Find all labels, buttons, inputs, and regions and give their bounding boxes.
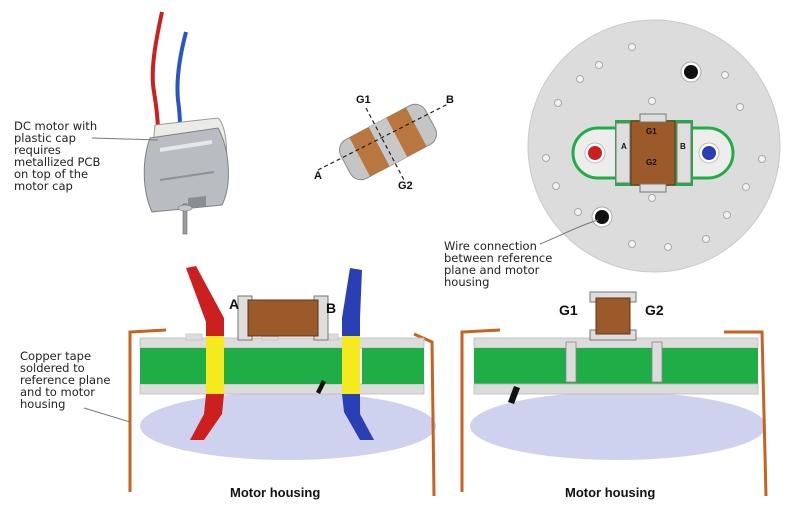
right-ground-wire	[508, 386, 520, 404]
copper-tape-note: Copper tape soldered to reference plane …	[20, 349, 111, 411]
motor-red-lead	[150, 11, 164, 133]
right-via-g1	[565, 341, 577, 383]
pcb-small-vias	[542, 43, 766, 251]
wire-connection-note: Wire connection between reference plane …	[444, 239, 553, 289]
pcb-label-b: B	[680, 142, 686, 151]
smd-feedthrough-capacitor	[317, 103, 449, 181]
section-label-g1: G1	[559, 302, 578, 318]
left-pcb-top-layer	[139, 337, 425, 349]
pcb-label-g1: G1	[646, 127, 657, 136]
left-via-a	[206, 334, 224, 394]
caption-right-motor-housing: Motor housing	[565, 485, 656, 500]
axis-a-b	[317, 103, 449, 171]
left-motor-housing	[140, 392, 436, 460]
section-label-g2: G2	[645, 302, 664, 318]
pcb-blue-pad	[702, 146, 716, 160]
left-blue-wire-upper	[342, 268, 362, 336]
section-label-b: B	[326, 300, 337, 316]
right-capacitor-end	[595, 297, 631, 335]
left-copper-tape-left	[128, 328, 167, 492]
cap3d-label-b: B	[446, 94, 454, 106]
left-pcb-core-a	[140, 348, 206, 384]
wire-note-leader	[539, 219, 599, 245]
pcb-red-pad	[588, 146, 602, 160]
left-capacitor-side	[247, 299, 319, 337]
left-ground-wire	[316, 380, 326, 394]
dc-motor-illustration	[143, 11, 229, 235]
cap3d-label-g1: G1	[356, 94, 371, 106]
left-via-b	[342, 334, 360, 394]
cap3d-label-a: A	[314, 170, 322, 182]
right-copper-tape-right	[724, 330, 768, 497]
pcb-mount-hole-bottom	[595, 210, 609, 224]
left-cross-section	[128, 266, 436, 497]
pcb-mount-hole-top	[684, 65, 698, 79]
right-pcb-core	[474, 348, 758, 384]
cap3d-label-g2: G2	[398, 180, 413, 192]
motor-vent	[188, 196, 206, 208]
motor-can	[143, 127, 229, 213]
left-blue-wire-lower	[342, 394, 374, 440]
right-pcb-bottom-layer	[473, 383, 759, 395]
left-red-wire-lower	[190, 394, 224, 440]
motor-blue-lead	[175, 31, 188, 133]
motor-note-leader	[91, 137, 159, 141]
capacitor-body-top	[630, 120, 676, 186]
left-red-wire-upper	[186, 266, 224, 336]
right-copper-tape-left	[460, 328, 501, 492]
section-label-a: A	[229, 296, 240, 312]
motor-shaft	[182, 203, 188, 235]
pcb-label-a: A	[621, 142, 627, 151]
right-via-g2	[651, 341, 663, 383]
right-motor-housing	[470, 392, 766, 460]
left-pcb-core-b	[224, 348, 342, 384]
left-pcb-core-c	[362, 348, 424, 384]
round-pcb-top-view	[527, 19, 781, 273]
dc-motor-note: DC motor with plastic cap requires metal…	[14, 119, 101, 193]
left-copper-tape-right	[413, 332, 436, 497]
caption-left-motor-housing: Motor housing	[230, 485, 321, 500]
pcb-label-g2: G2	[646, 158, 657, 167]
right-cross-section	[460, 291, 768, 497]
left-pcb-bottom-layer	[139, 383, 425, 395]
copper-note-leader	[83, 407, 131, 423]
